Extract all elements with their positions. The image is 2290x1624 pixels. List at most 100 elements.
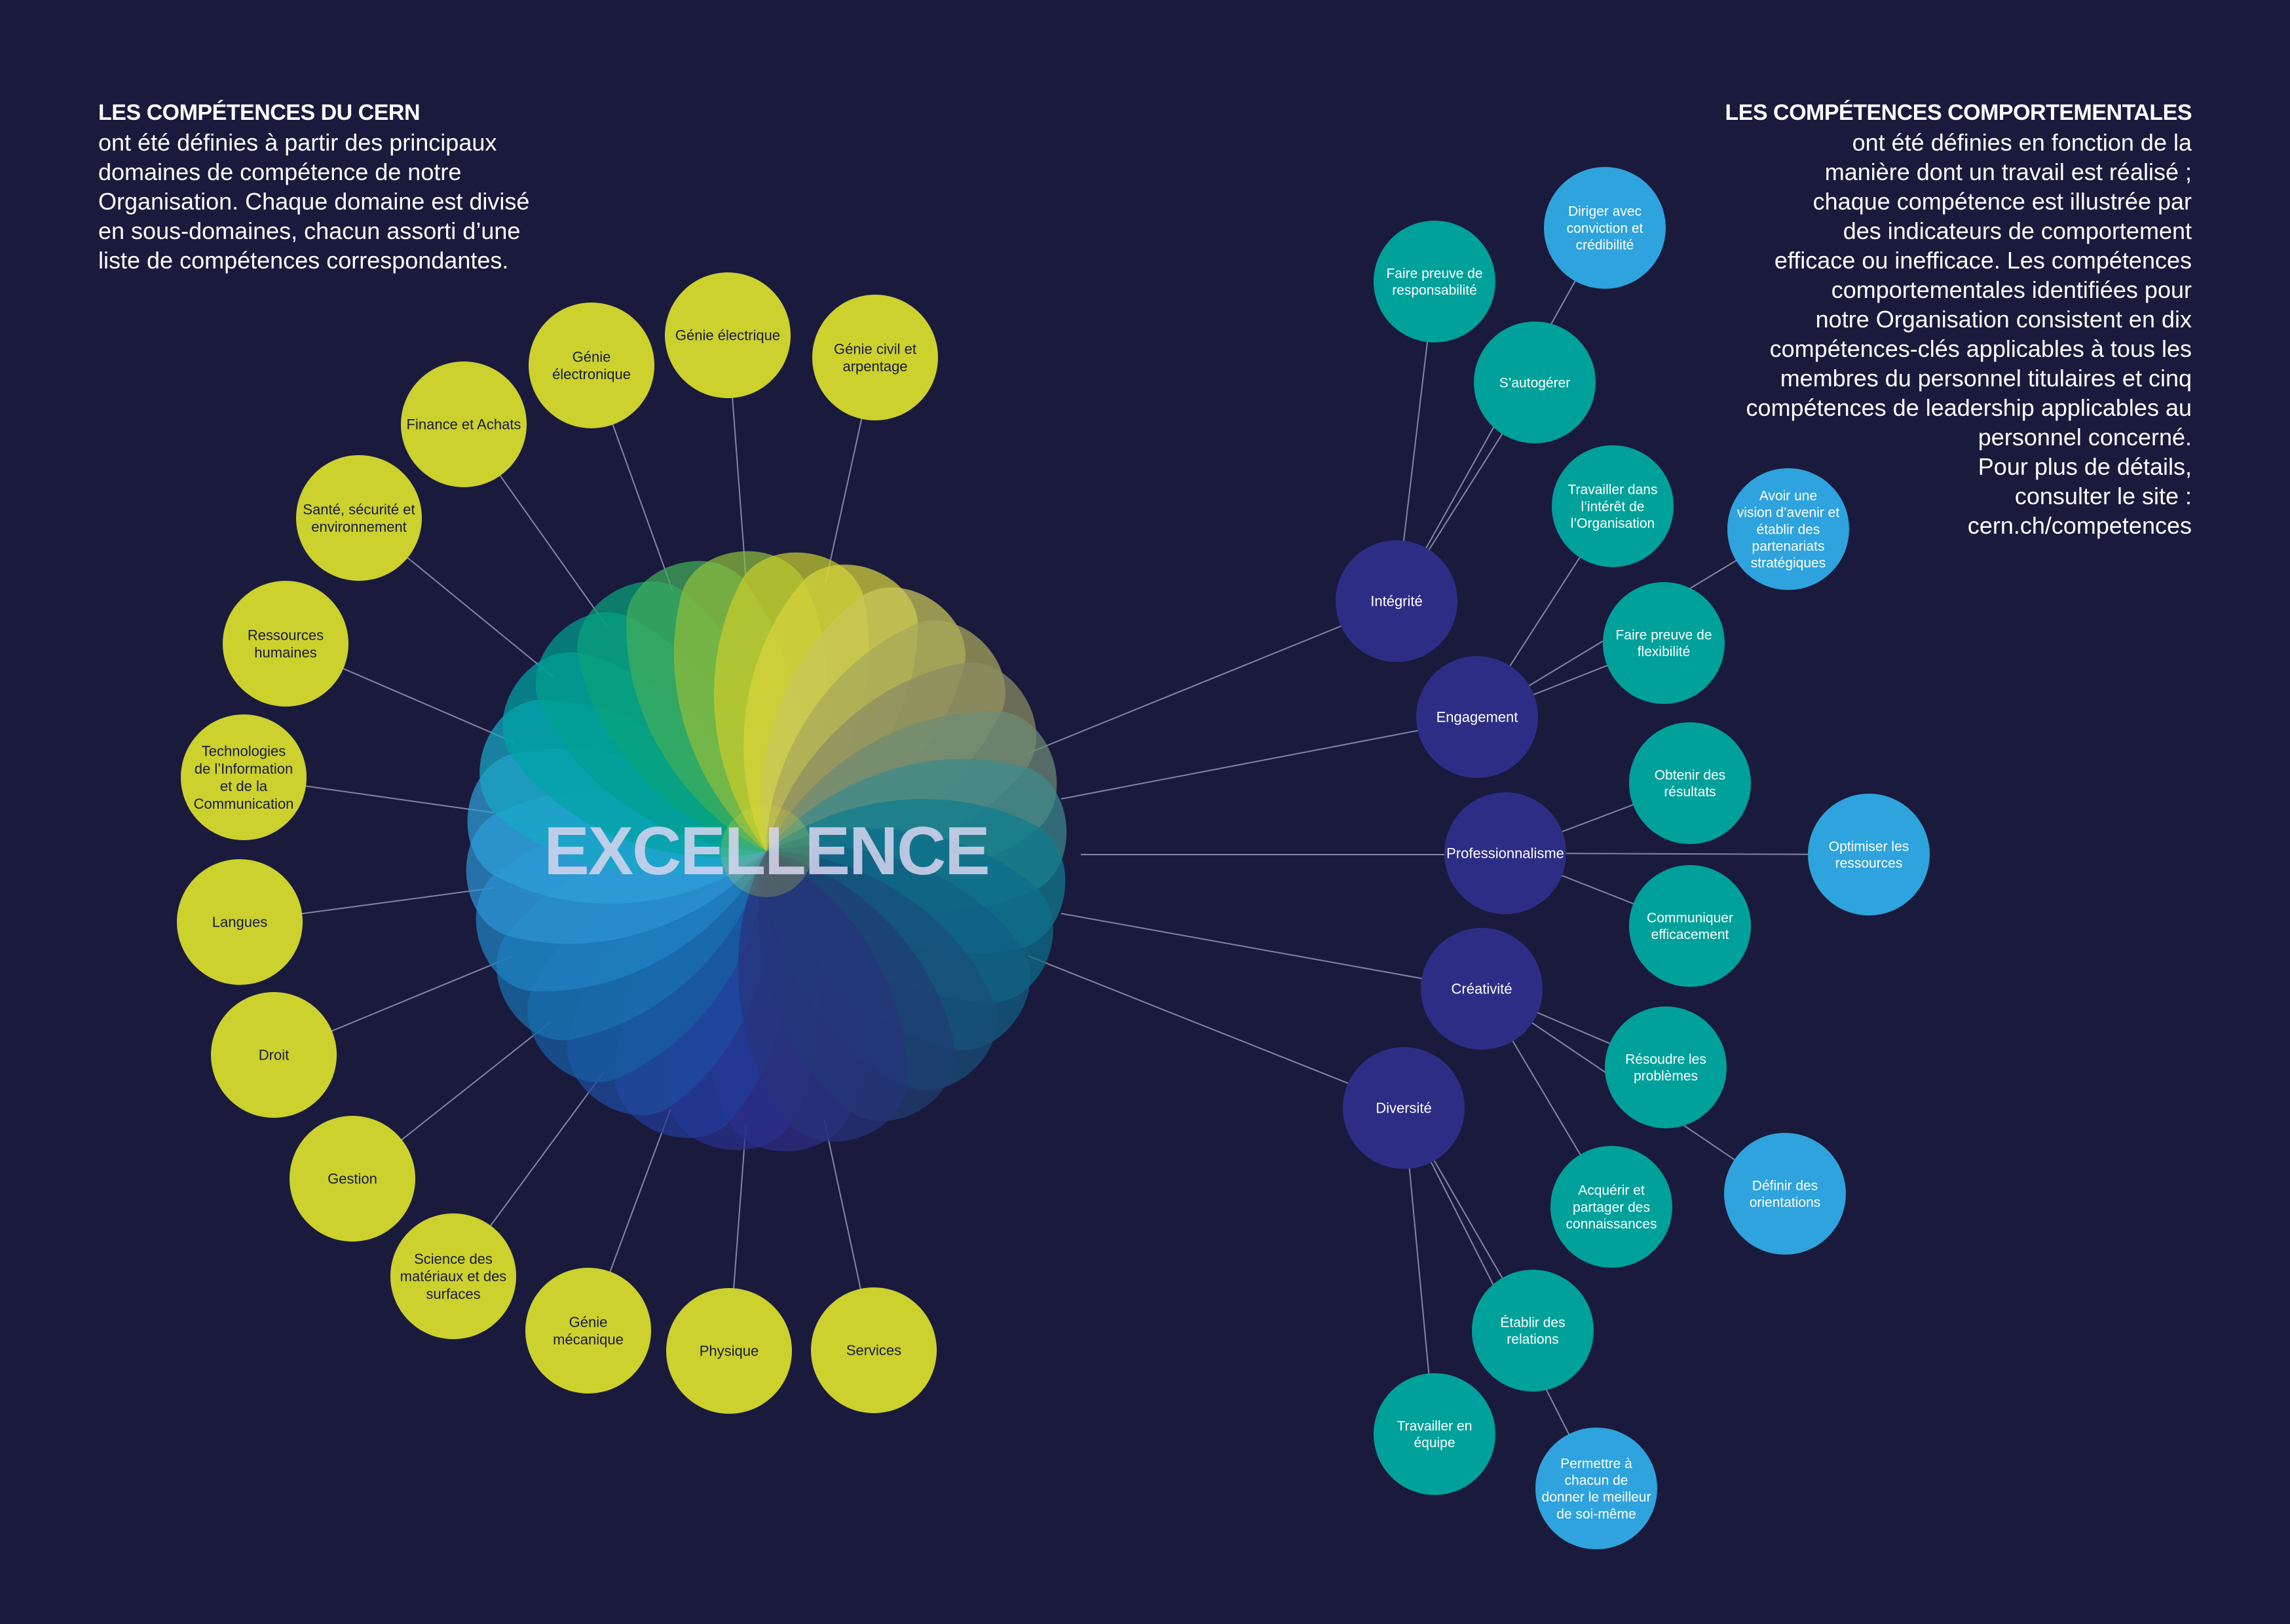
- behaviour-node-label: l’intérêt de: [1581, 499, 1645, 514]
- core-competency-node-circle: [1421, 928, 1543, 1050]
- behaviour-node-label: donner le meilleur: [1542, 1490, 1651, 1505]
- behaviour-node-label: partager des: [1573, 1200, 1650, 1215]
- right-line: efficace ou inefficace. Les compétences: [1774, 247, 2192, 274]
- domain-node-label: Science des: [414, 1251, 493, 1267]
- right-line: compétences de leadership applicables au: [1746, 394, 2192, 421]
- behaviour-node-label: Faire preuve de: [1386, 267, 1482, 282]
- behaviour-node-label: chacun de: [1565, 1473, 1628, 1488]
- core-competency-node-label: Intégrité: [1370, 593, 1423, 610]
- behaviour-node-label: Optimiser les: [1829, 840, 1909, 855]
- domain-node-label: Droit: [259, 1047, 289, 1063]
- domain-node-label: Services: [846, 1342, 901, 1359]
- domain-node-circle: [525, 1268, 651, 1393]
- behaviour-node-label: Permettre à: [1560, 1456, 1632, 1471]
- behaviour-node-label: Obtenir des: [1655, 768, 1726, 783]
- domain-node-circle: [529, 303, 654, 428]
- domain-node-label: Génie électrique: [675, 327, 780, 344]
- domain-node: Gestion: [290, 1116, 415, 1242]
- behaviour-node-circle: [1472, 1270, 1594, 1392]
- behaviour-node-label: vision d’avenir et: [1737, 506, 1840, 521]
- core-competency-node-label: Engagement: [1436, 709, 1518, 726]
- flower-petal: [738, 851, 907, 1142]
- behaviour-node-label: Faire preuve de: [1615, 628, 1712, 643]
- domain-node-label: électronique: [552, 366, 631, 382]
- connector-line: [1028, 625, 1343, 754]
- domain-node-circle: [290, 1116, 415, 1242]
- right-line: notre Organisation consistent en dix: [1815, 306, 2192, 333]
- behaviour-node-label: Avoir une: [1759, 489, 1817, 504]
- behaviour-node-label: Définir des: [1752, 1179, 1818, 1194]
- domain-node-label: Génie: [569, 1314, 608, 1330]
- behaviour-node-label: Établir des: [1500, 1316, 1565, 1331]
- right-line: ont été définies en fonction de la: [1852, 129, 2192, 156]
- connector-line: [1061, 729, 1421, 800]
- behaviour-node-label: connaissances: [1566, 1217, 1657, 1232]
- domain-node-label: Génie civil et: [834, 341, 916, 357]
- behaviour-node-label: flexibilité: [1638, 644, 1691, 659]
- behaviour-node-label: équipe: [1414, 1435, 1455, 1450]
- domain-node-label: Langues: [212, 914, 267, 931]
- domain-node-label: arpentage: [842, 358, 907, 375]
- core-competency-node-circle: [1444, 792, 1566, 914]
- right-line: Pour plus de détails,: [1978, 453, 2192, 480]
- right-line: chaque compétence est illustrée par: [1812, 188, 2192, 215]
- right-line: compétences-clés applicables à tous les: [1769, 335, 2192, 362]
- connector-line: [1061, 913, 1425, 980]
- behaviour-node: Acquérir et partager des connaissances: [1550, 1146, 1672, 1268]
- domain-node-circle: [223, 581, 348, 707]
- behaviour-node-label: relations: [1507, 1332, 1558, 1347]
- behaviour-node-circle: [1374, 1373, 1495, 1495]
- left-line: ont été définies à partir des principaux: [98, 129, 497, 156]
- domain-node-label: Ressources: [248, 627, 324, 643]
- core-competency-node-label: Créativité: [1452, 981, 1512, 997]
- behaviour-node-label: Travailler en: [1397, 1419, 1473, 1434]
- domain-node: Finance et Achats: [401, 361, 527, 487]
- left-line: liste de compétences correspondantes.: [98, 247, 509, 274]
- behaviour-node-circle: [1629, 865, 1751, 987]
- domain-node-label: surfaces: [426, 1286, 480, 1302]
- core-competency-node: Intégrité: [1336, 540, 1457, 662]
- domain-node-label: et de la: [220, 778, 268, 794]
- behaviour-node-circle: [1474, 322, 1596, 443]
- domain-node-label: de l’Information: [195, 760, 293, 777]
- left-line: domaines de compétence de notre: [98, 158, 462, 185]
- behaviour-node-circle: [1552, 445, 1674, 567]
- behaviour-node-circle: [1535, 1428, 1657, 1549]
- domain-node-circle: [177, 859, 303, 985]
- left-line: en sous-domaines, chacun assorti d’une: [98, 217, 521, 244]
- behaviour-node-circle: [1544, 167, 1666, 289]
- domain-node-circle: [181, 714, 307, 840]
- domain-node-circle: [401, 361, 527, 487]
- right-line: comportementales identifiées pour: [1831, 276, 2192, 303]
- right-description: LES COMPÉTENCES COMPORTEMENTALES ont été…: [1703, 98, 2192, 540]
- left-heading: LES COMPÉTENCES DU CERN: [98, 100, 421, 125]
- core-competency-node-circle: [1343, 1047, 1465, 1169]
- right-line: personnel concerné.: [1978, 424, 2192, 451]
- behaviour-node-label: Acquérir et: [1578, 1183, 1645, 1198]
- behaviour-node-label: problèmes: [1634, 1069, 1698, 1084]
- behaviour-node-circle: [1724, 1133, 1846, 1255]
- domain-node-label: Santé, sécurité et: [303, 501, 415, 517]
- behaviour-node-label: efficacement: [1651, 927, 1729, 942]
- right-line: membres du personnel titulaires et cinq: [1780, 365, 2192, 392]
- domain-node-label: matériaux et des: [400, 1268, 507, 1285]
- behaviour-node-label: Travailler dans: [1568, 483, 1658, 498]
- core-competency-node: Créativité: [1421, 928, 1543, 1050]
- domain-node: Langues: [177, 859, 303, 985]
- excellence-label: EXCELLENCE: [544, 813, 988, 889]
- domain-node-circle: [296, 455, 422, 581]
